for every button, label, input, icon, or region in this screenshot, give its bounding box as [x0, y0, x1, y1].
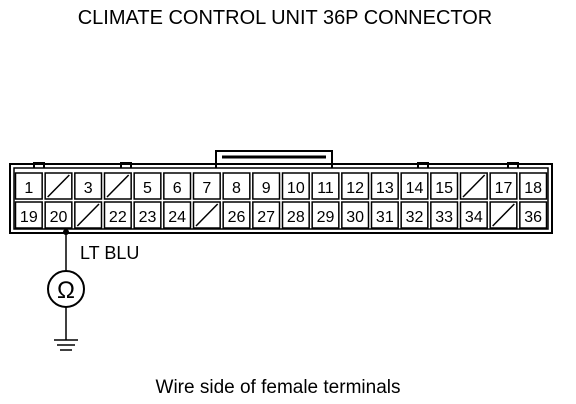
- terminal-label-8: 8: [232, 180, 241, 197]
- terminal-label-31: 31: [376, 209, 394, 226]
- connector-row-2: 19 20 22 23 24 26 27 28 29 30 31 32 33 34 36: [14, 201, 548, 229]
- terminal-label-20: 20: [50, 209, 68, 226]
- terminal-label-5: 5: [143, 180, 152, 197]
- terminal-14: [400, 172, 429, 200]
- terminal-empty: [489, 201, 518, 229]
- unused-terminal-slash: [47, 174, 70, 198]
- terminal-label-32: 32: [406, 209, 424, 226]
- terminal-5: [133, 172, 162, 200]
- terminal-8: [222, 172, 251, 200]
- terminal-empty: [103, 172, 132, 200]
- terminal-15: [430, 172, 459, 200]
- terminal-label-10: 10: [287, 180, 305, 197]
- unused-terminal-slash: [492, 203, 515, 227]
- terminal-28: [281, 201, 310, 229]
- terminal-label-23: 23: [139, 209, 157, 226]
- terminal-label-24: 24: [168, 209, 186, 226]
- terminal-27: [252, 201, 281, 229]
- terminal-12: [341, 172, 370, 200]
- terminal-label-18: 18: [524, 180, 542, 197]
- ground-icon: [54, 307, 78, 351]
- terminal-36: [519, 201, 548, 229]
- unused-terminal-slash: [76, 203, 100, 227]
- terminal-label-27: 27: [257, 209, 275, 226]
- terminal-33: [430, 201, 459, 229]
- terminal-label-13: 13: [376, 180, 394, 197]
- terminal-32: [400, 201, 429, 229]
- terminal-label-3: 3: [84, 180, 93, 197]
- terminal-label-34: 34: [465, 209, 483, 226]
- terminal-24: [163, 201, 192, 229]
- terminal-10: [281, 172, 310, 200]
- terminal-label-11: 11: [317, 180, 334, 197]
- terminal-empty: [459, 172, 488, 200]
- terminal-label-17: 17: [495, 180, 513, 197]
- terminal-empty: [192, 201, 221, 229]
- terminal-label-19: 19: [20, 209, 38, 226]
- terminal-6: [163, 172, 192, 200]
- terminal-label-7: 7: [202, 180, 211, 197]
- terminal-17: [489, 172, 518, 200]
- terminal-label-14: 14: [406, 180, 424, 197]
- ohmmeter-icon: Ω: [47, 270, 85, 308]
- probe-point: [63, 229, 69, 235]
- terminal-label-15: 15: [435, 180, 453, 197]
- terminal-label-1: 1: [24, 180, 33, 197]
- terminal-29: [311, 201, 340, 229]
- terminal-label-9: 9: [262, 180, 271, 197]
- terminal-label-33: 33: [435, 209, 453, 226]
- terminal-30: [341, 201, 370, 229]
- terminal-34: [459, 201, 488, 229]
- ohm-symbol: Ω: [57, 277, 75, 304]
- terminal-7: [192, 172, 221, 200]
- terminal-18: [519, 172, 548, 200]
- terminal-label-12: 12: [346, 180, 364, 197]
- terminal-31: [370, 201, 399, 229]
- terminal-empty: [74, 201, 103, 229]
- terminal-11: [311, 172, 340, 200]
- wire-color-label: LT BLU: [80, 243, 139, 263]
- unused-terminal-slash: [462, 174, 486, 198]
- terminal-19: [14, 201, 43, 229]
- unused-terminal-slash: [106, 174, 130, 198]
- terminal-label-30: 30: [346, 209, 364, 226]
- terminal-label-22: 22: [109, 209, 127, 226]
- terminal-20: [44, 201, 73, 229]
- unused-terminal-slash: [195, 203, 219, 227]
- terminal-9: [252, 172, 281, 200]
- terminal-13: [370, 172, 399, 200]
- terminal-label-29: 29: [317, 209, 335, 226]
- diagram-title: CLIMATE CONTROL UNIT 36P CONNECTOR: [78, 7, 493, 29]
- terminal-1: [14, 172, 43, 200]
- terminal-label-28: 28: [287, 209, 305, 226]
- diagram-caption: Wire side of female terminals: [156, 377, 401, 398]
- connector-housing: [9, 150, 553, 234]
- terminal-26: [222, 201, 251, 229]
- terminal-label-26: 26: [228, 209, 246, 226]
- terminal-3: [74, 172, 103, 200]
- terminal-22: [103, 201, 132, 229]
- terminal-empty: [44, 172, 73, 200]
- terminal-label-36: 36: [524, 209, 542, 226]
- terminal-label-6: 6: [173, 180, 182, 197]
- terminal-23: [133, 201, 162, 229]
